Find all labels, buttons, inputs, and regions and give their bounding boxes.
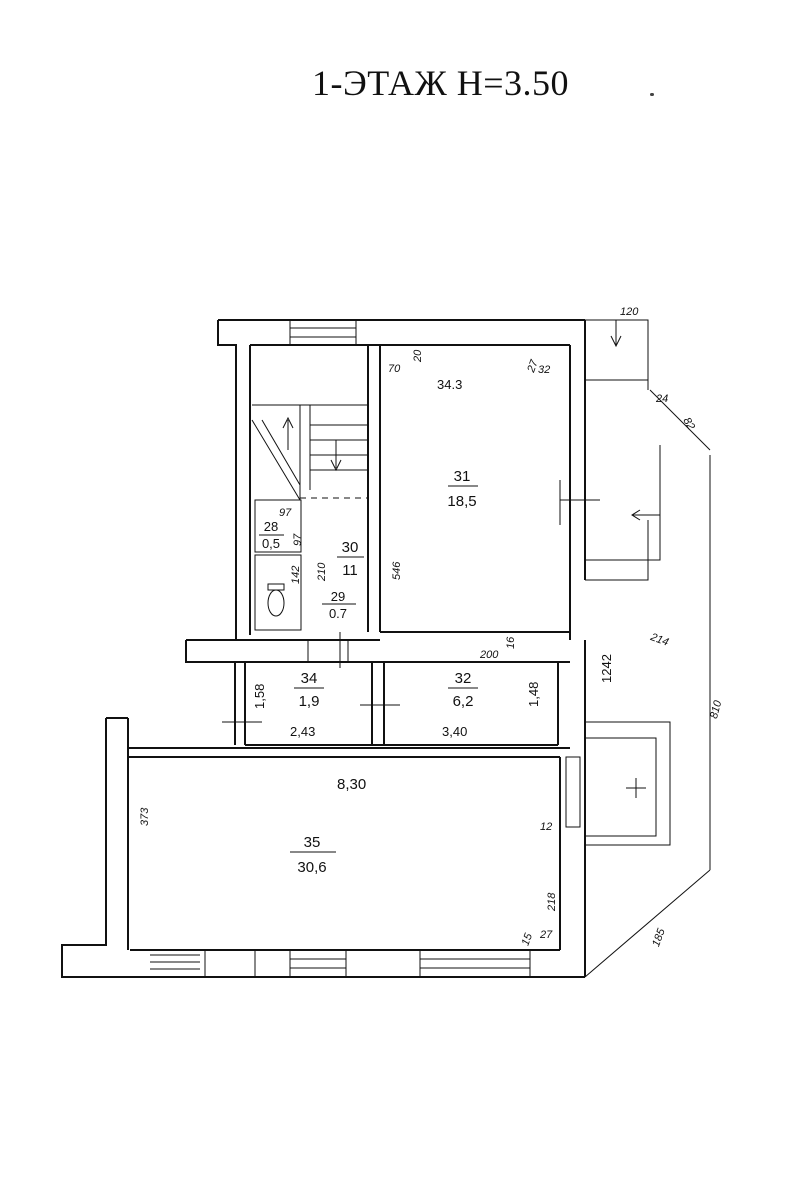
- dim-24: 24: [655, 393, 668, 405]
- room-32-area: 6,2: [453, 693, 474, 710]
- dimension-labels: 120 70 20 34.3 27 32 24 82 97 97 210 142…: [139, 306, 725, 948]
- dim-158: 1,58: [252, 684, 267, 709]
- dim-210: 210: [316, 562, 328, 582]
- room-35-number: 35: [304, 834, 321, 851]
- room-29-number: 29: [331, 589, 345, 604]
- room-32-number: 32: [455, 670, 472, 687]
- dim-32: 32: [538, 364, 550, 376]
- room-34-area: 1,9: [299, 693, 320, 710]
- room-30-number: 30: [342, 539, 359, 556]
- dim-70: 70: [388, 363, 401, 375]
- dim-82: 82: [680, 415, 697, 432]
- dim-27b: 27: [539, 929, 553, 941]
- room-31-number: 31: [454, 468, 471, 485]
- dim-142: 142: [290, 566, 302, 584]
- dim-120: 120: [620, 306, 639, 318]
- dim-200: 200: [479, 649, 499, 661]
- page-title: 1-ЭТАЖ Н=3.50: [312, 63, 570, 103]
- dim-546: 546: [391, 561, 403, 580]
- room-28-number: 28: [264, 519, 278, 534]
- title-mark: [650, 93, 654, 96]
- dim-373: 373: [139, 807, 151, 826]
- room-28-area: 0,5: [262, 536, 280, 551]
- dim-20: 20: [412, 349, 424, 363]
- room-34-number: 34: [301, 670, 318, 687]
- stair-and-entry-details: [222, 320, 671, 846]
- room-30-area: 11: [342, 562, 358, 579]
- dim-148: 1,48: [526, 682, 541, 707]
- dim-97b: 97: [292, 533, 304, 546]
- dim-16: 16: [505, 636, 517, 649]
- room-35-area: 30,6: [297, 859, 326, 876]
- dim-97a: 97: [279, 507, 292, 519]
- dim-343: 34.3: [437, 377, 462, 392]
- windows: [150, 319, 581, 978]
- dim-12: 12: [540, 821, 552, 833]
- dim-830: 8,30: [337, 776, 366, 793]
- dim-218: 218: [546, 892, 558, 912]
- outer-walls: [61, 319, 711, 978]
- room-31-area: 18,5: [447, 493, 476, 510]
- dim-27a: 27: [525, 358, 541, 375]
- dim-1242: 1242: [599, 654, 614, 683]
- dim-810: 810: [708, 698, 725, 720]
- dim-185: 185: [650, 926, 668, 948]
- dim-15: 15: [520, 931, 536, 947]
- dim-214: 214: [648, 631, 670, 649]
- room-labels: 31 18,5 30 11 28 0,5 29 0.7 34 1,9 32 6,…: [259, 468, 478, 876]
- dim-243: 2,43: [290, 724, 315, 739]
- room-29-area: 0.7: [329, 606, 347, 621]
- dim-340: 3,40: [442, 724, 467, 739]
